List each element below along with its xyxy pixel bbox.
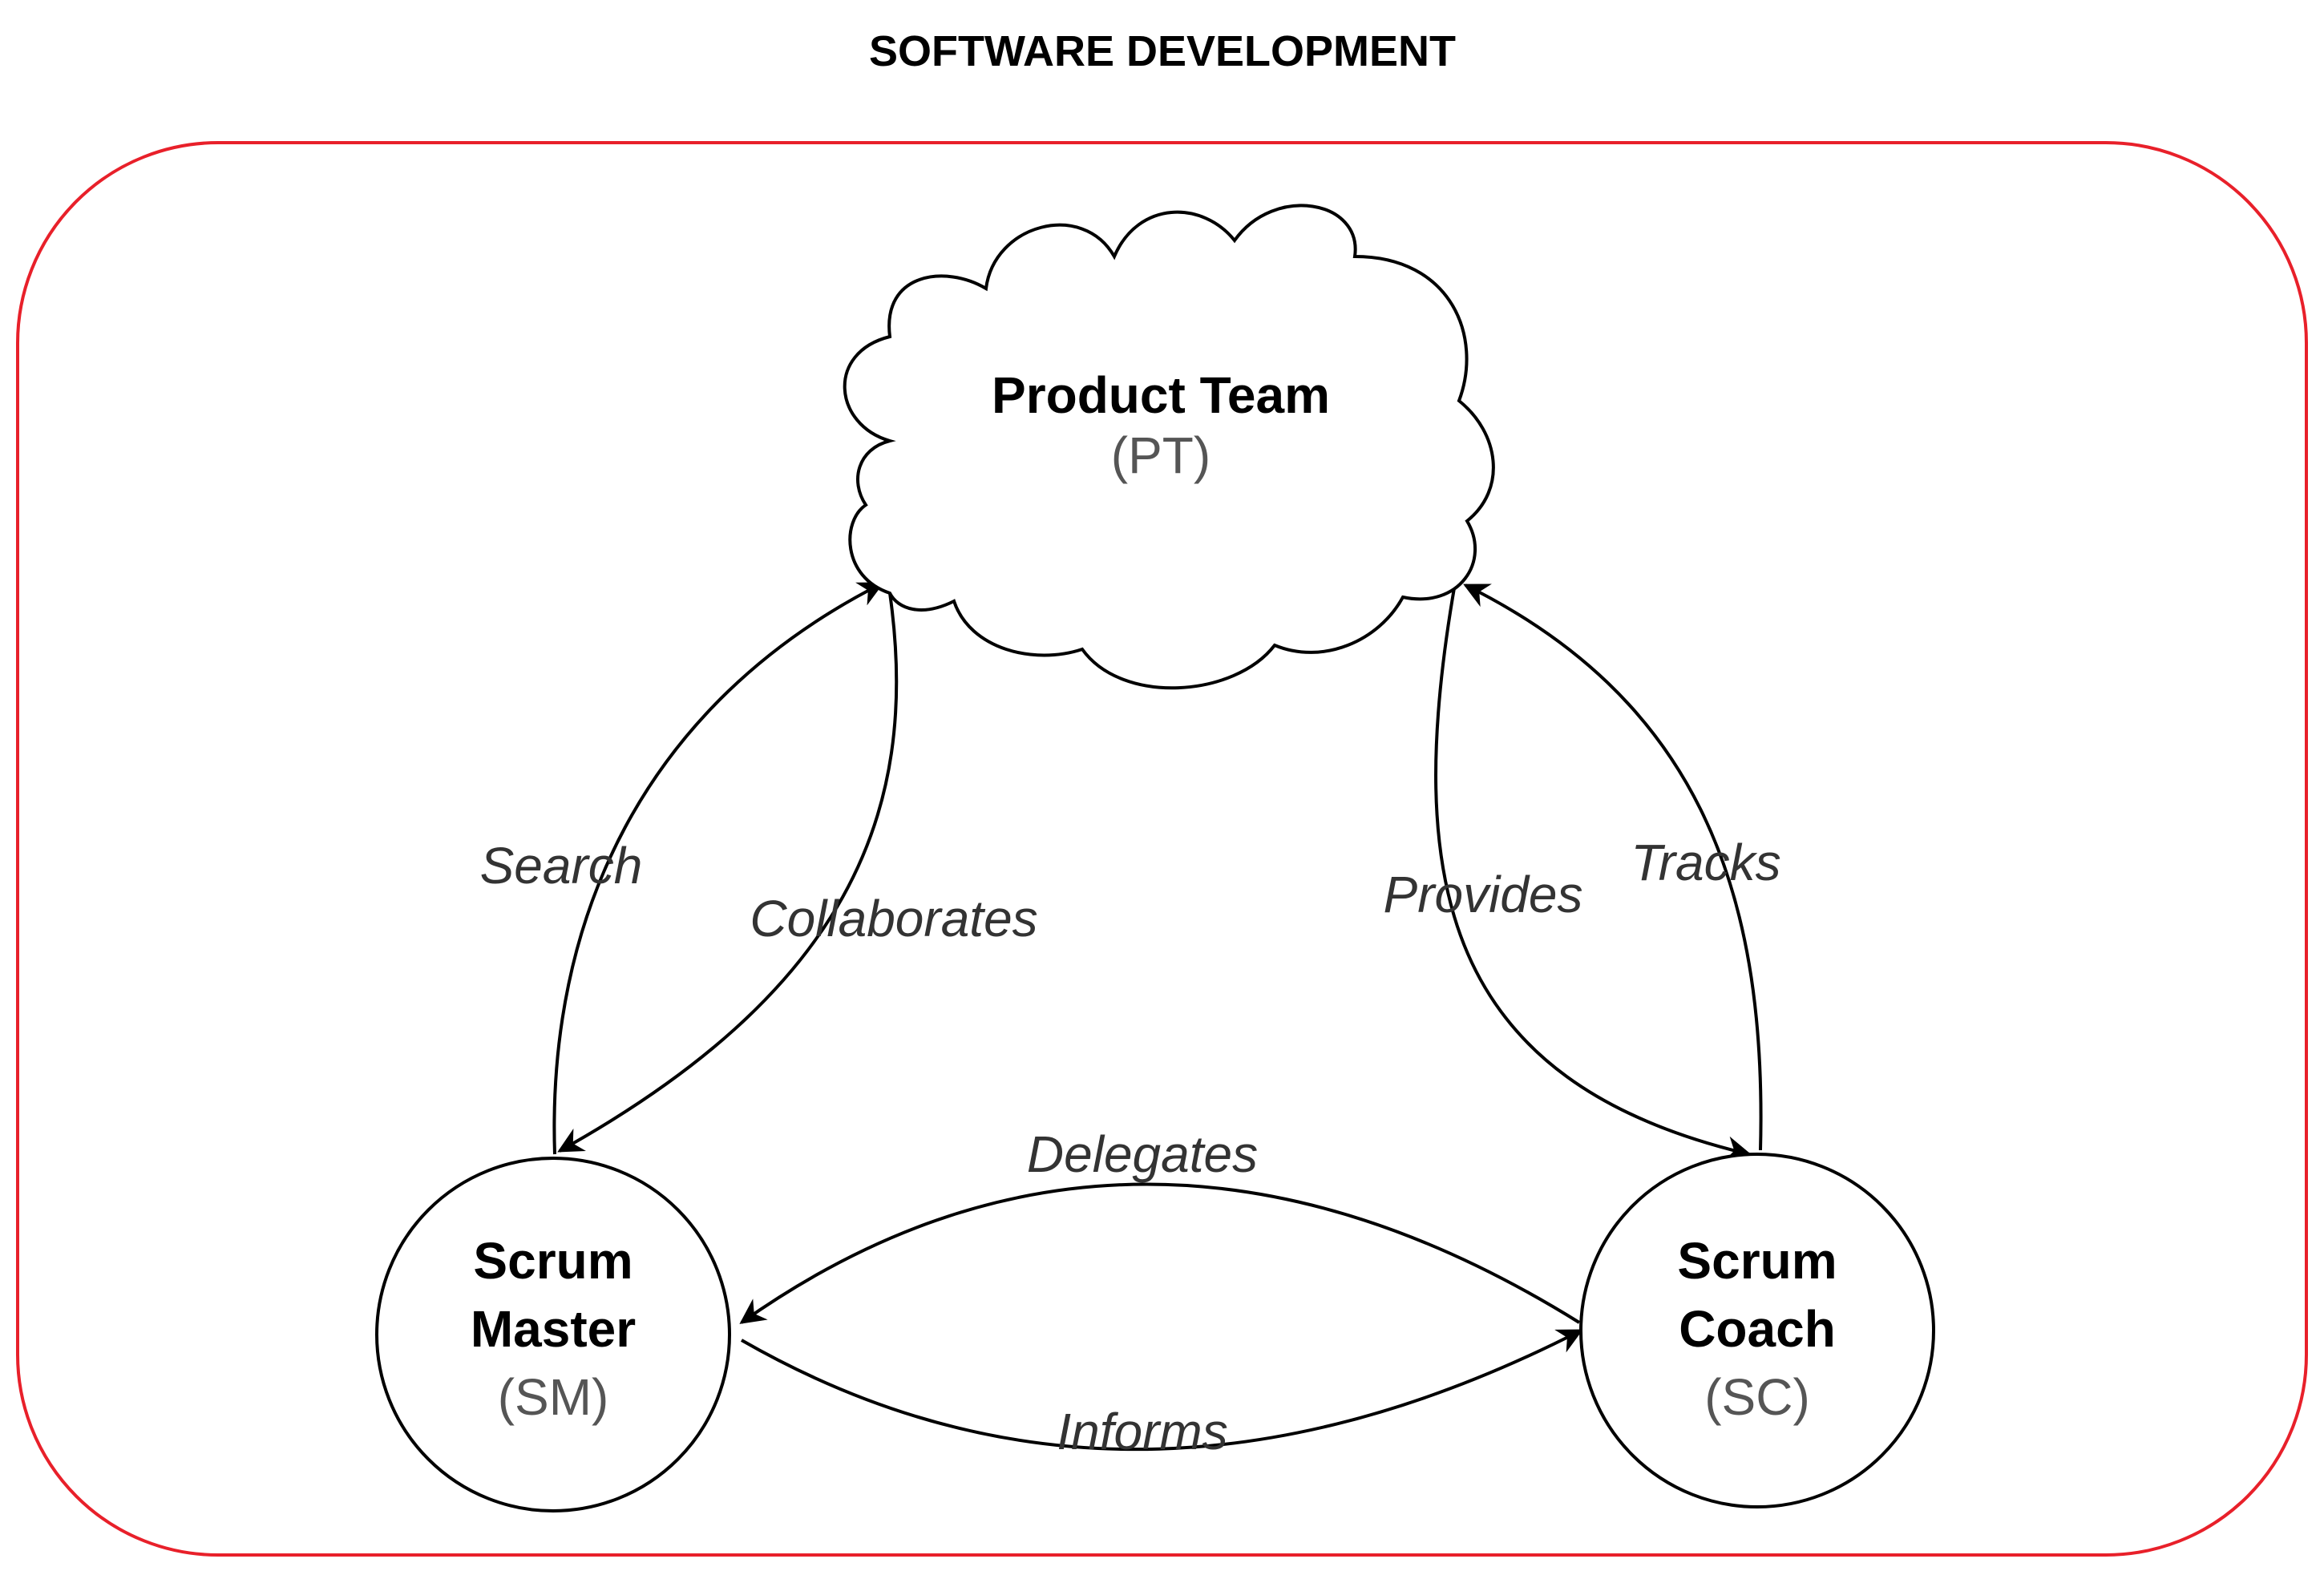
scrum-master-circle[interactable]	[375, 1157, 731, 1512]
edge-delegates-line[interactable]	[739, 1182, 1581, 1324]
node-product-team-name: Product Team	[992, 366, 1330, 424]
node-product-team-abbr: (PT)	[1111, 426, 1211, 484]
edge-informs[interactable]: Informs	[741, 1329, 1583, 1460]
edge-provides[interactable]: Provides	[1384, 583, 1752, 1161]
node-scrum-master-abbr: (SM)	[498, 1368, 609, 1426]
scrum-coach-circle[interactable]	[1579, 1153, 1935, 1508]
edge-collaborates-line[interactable]	[557, 592, 899, 1153]
edge-delegates[interactable]: Delegates	[739, 1125, 1581, 1324]
node-scrum-coach-name-line1: Scrum	[1677, 1232, 1837, 1290]
edge-tracks-line[interactable]	[1463, 584, 1763, 1151]
node-product-team[interactable]: Product Team (PT)	[843, 204, 1495, 690]
node-scrum-master-name-line1: Scrum	[473, 1232, 633, 1290]
edge-informs-line[interactable]	[741, 1329, 1583, 1452]
edge-delegates-label: Delegates	[1027, 1125, 1258, 1183]
edge-search-line[interactable]	[552, 582, 884, 1155]
edge-search[interactable]: Search	[480, 582, 884, 1155]
node-scrum-coach[interactable]: Scrum Coach (SC)	[1579, 1153, 1935, 1508]
edge-collaborates[interactable]: Collaborates	[557, 592, 1038, 1153]
node-scrum-master-name-line2: Master	[471, 1300, 636, 1358]
cloud-shape[interactable]	[843, 204, 1495, 690]
edge-search-label: Search	[480, 837, 643, 895]
edge-informs-label: Informs	[1057, 1403, 1227, 1460]
node-scrum-master[interactable]: Scrum Master (SM)	[375, 1157, 731, 1512]
diagram-title: SOFTWARE DEVELOPMENT	[869, 27, 1456, 75]
software-development-container	[16, 141, 2308, 1557]
edge-provides-label: Provides	[1384, 866, 1583, 923]
edge-collaborates-label: Collaborates	[750, 890, 1037, 947]
edge-provides-line[interactable]	[1434, 583, 1752, 1161]
edge-tracks[interactable]: Tracks	[1463, 584, 1781, 1151]
node-scrum-coach-name-line2: Coach	[1679, 1300, 1836, 1358]
edge-tracks-label: Tracks	[1631, 834, 1780, 891]
node-scrum-coach-abbr: (SC)	[1704, 1368, 1810, 1426]
